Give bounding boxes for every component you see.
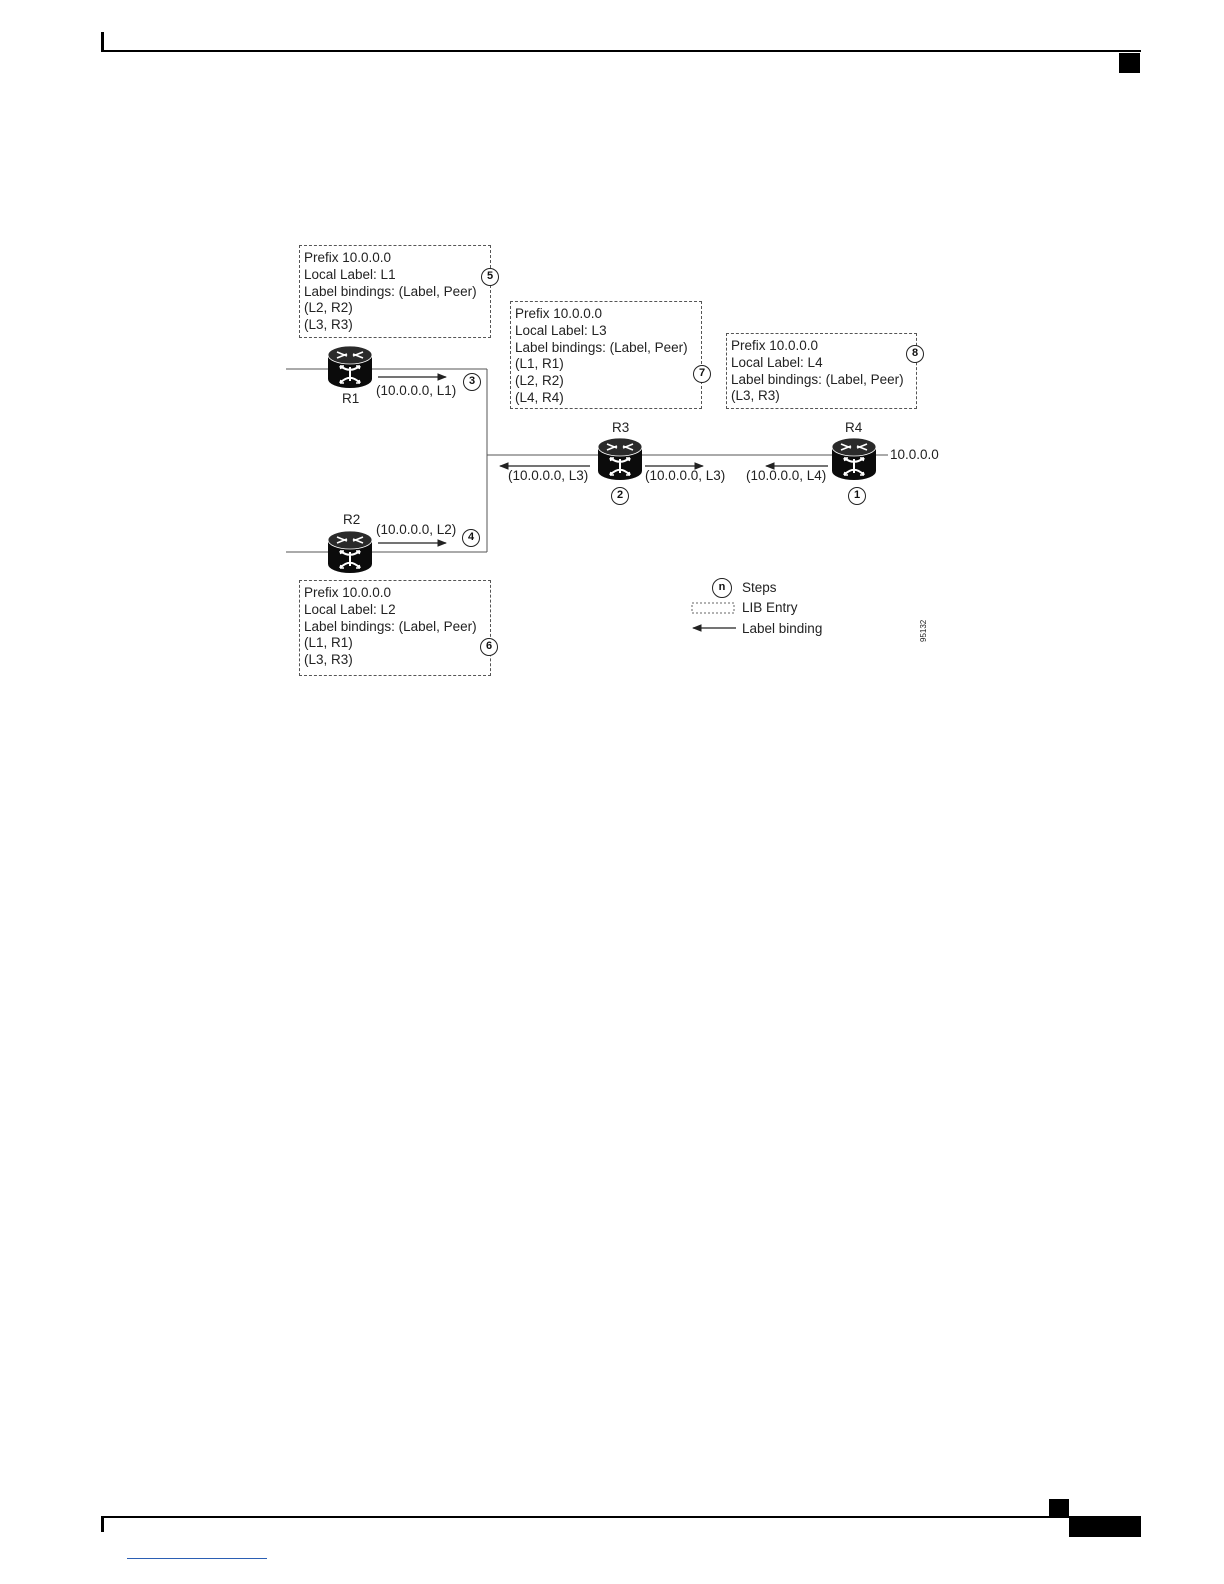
lib-entry-r2: Prefix 10.0.0.0 Local Label: L2 Label bi… bbox=[299, 580, 491, 676]
footer-small-block bbox=[1049, 1499, 1069, 1516]
step-badge-4: 4 bbox=[462, 529, 480, 547]
header-corner-block bbox=[1119, 53, 1140, 73]
lib-entry-r1: Prefix 10.0.0.0 Local Label: L1 Label bi… bbox=[299, 245, 491, 338]
binding-label-l4: (10.0.0.0, L4) bbox=[746, 468, 827, 483]
lib-line: Local Label: L1 bbox=[304, 266, 396, 282]
lib-line: (L3, R3) bbox=[304, 652, 353, 668]
lib-line: (L3, R3) bbox=[731, 388, 780, 404]
lib-entry-r4: Prefix 10.0.0.0 Local Label: L4 Label bi… bbox=[726, 333, 917, 409]
lib-line: (L3, R3) bbox=[304, 317, 353, 333]
header-left-tick bbox=[101, 32, 104, 50]
footer-left-tick bbox=[101, 1518, 104, 1532]
lib-line: Local Label: L4 bbox=[731, 354, 823, 370]
step-badge-8: 8 bbox=[906, 345, 924, 363]
header-rule bbox=[101, 50, 1141, 52]
binding-label-l2: (10.0.0.0, L2) bbox=[376, 522, 457, 537]
binding-label-l3-right: (10.0.0.0, L3) bbox=[645, 468, 726, 483]
step-badge-2: 2 bbox=[611, 487, 629, 505]
lib-line: (L1, R1) bbox=[515, 356, 564, 372]
legend-step-icon: n bbox=[712, 578, 732, 598]
lib-line: (L1, R1) bbox=[304, 635, 353, 651]
router-r2-icon bbox=[327, 530, 373, 573]
router-label-r2: R2 bbox=[343, 512, 361, 527]
footer-rule bbox=[101, 1516, 1141, 1518]
footer-link-underline[interactable] bbox=[127, 1558, 267, 1559]
step-badge-3: 3 bbox=[463, 373, 481, 391]
binding-label-l1: (10.0.0.0, L1) bbox=[376, 383, 457, 398]
lib-line: Label bindings: (Label, Peer) bbox=[515, 339, 688, 355]
router-r4-icon bbox=[831, 437, 877, 480]
lib-entry-r3: Prefix 10.0.0.0 Local Label: L3 Label bi… bbox=[510, 301, 702, 409]
lib-line: Label bindings: (Label, Peer) bbox=[304, 618, 477, 634]
lib-line: Label bindings: (Label, Peer) bbox=[731, 371, 904, 387]
footer-page-block bbox=[1069, 1518, 1141, 1537]
router-label-r1: R1 bbox=[342, 391, 360, 406]
lib-line: (L2, R2) bbox=[515, 373, 564, 389]
figure-id: 95132 bbox=[919, 619, 928, 642]
router-label-r3: R3 bbox=[612, 420, 630, 435]
router-r3-icon bbox=[597, 437, 643, 480]
lib-line: Prefix 10.0.0.0 bbox=[515, 306, 603, 321]
lib-line: Prefix 10.0.0.0 bbox=[304, 585, 392, 600]
legend-lib-swatch bbox=[691, 602, 735, 614]
step-badge-6: 6 bbox=[480, 638, 498, 656]
lib-line: Local Label: L2 bbox=[304, 601, 396, 617]
step-badge-7: 7 bbox=[693, 365, 711, 383]
legend-steps-label: Steps bbox=[742, 580, 777, 595]
lib-line: (L4, R4) bbox=[515, 389, 564, 405]
lib-line: Label bindings: (Label, Peer) bbox=[304, 283, 477, 299]
step-badge-5: 5 bbox=[481, 268, 499, 286]
binding-label-l3-left: (10.0.0.0, L3) bbox=[508, 468, 589, 483]
step-badge-1: 1 bbox=[848, 487, 866, 505]
router-r1-icon bbox=[327, 345, 373, 388]
legend-binding-label: Label binding bbox=[742, 621, 823, 636]
lib-line: Prefix 10.0.0.0 bbox=[731, 338, 819, 353]
lib-line: (L2, R2) bbox=[304, 300, 353, 316]
router-label-r4: R4 bbox=[845, 420, 863, 435]
lib-line: Local Label: L3 bbox=[515, 322, 607, 338]
legend-lib-label: LIB Entry bbox=[742, 600, 798, 615]
lib-line: Prefix 10.0.0.0 bbox=[304, 250, 392, 265]
network-label: 10.0.0.0 bbox=[890, 447, 939, 462]
